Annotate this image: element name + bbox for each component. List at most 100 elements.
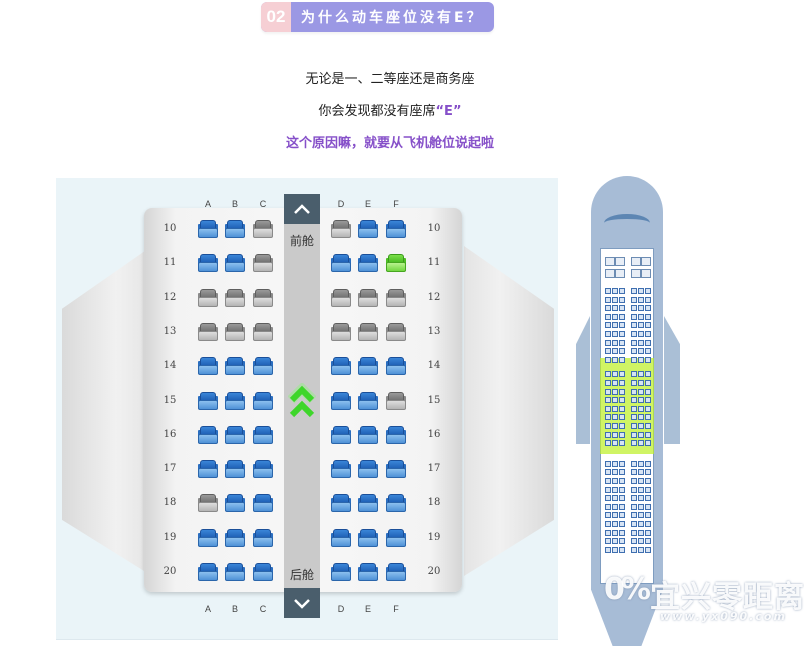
mini-economy-seat	[631, 469, 637, 476]
mini-economy-seat	[645, 305, 651, 312]
column-label-d-top: D	[337, 199, 345, 209]
seat-15b[interactable]	[225, 391, 245, 410]
mini-economy-seat	[605, 486, 611, 493]
mini-economy-seat	[612, 348, 618, 355]
seat-20e[interactable]	[358, 563, 378, 581]
section-title: 为什么动车座位没有E？	[301, 10, 484, 26]
mini-economy-seat	[638, 331, 644, 337]
seat-10e[interactable]	[358, 220, 378, 238]
seat-11b[interactable]	[225, 254, 245, 273]
seat-17f[interactable]	[386, 460, 406, 479]
seat-19b[interactable]	[225, 528, 245, 547]
scroll-front-button[interactable]	[284, 194, 320, 224]
mini-economy-seat	[638, 512, 644, 519]
mini-economy-seat	[612, 431, 618, 438]
mini-economy-seat	[605, 339, 611, 346]
mini-economy-seat	[612, 538, 618, 545]
mini-economy-seat	[631, 331, 637, 337]
mini-economy-seat	[619, 521, 625, 527]
seat-17e[interactable]	[358, 460, 378, 479]
seat-15d[interactable]	[331, 391, 351, 410]
seat-18c[interactable]	[253, 494, 273, 513]
mini-economy-seat	[645, 478, 651, 484]
seat-13f	[386, 322, 406, 341]
seat-16e[interactable]	[358, 425, 378, 444]
mini-economy-seat	[605, 313, 611, 320]
mini-economy-seat	[645, 388, 651, 395]
mini-economy-seat	[605, 538, 611, 545]
column-label-b-bottom: B	[231, 604, 238, 614]
mini-economy-seat	[619, 431, 625, 438]
mini-economy-seat	[645, 512, 651, 519]
seat-11e[interactable]	[358, 254, 378, 273]
seat-20c[interactable]	[253, 563, 273, 581]
scroll-rear-button[interactable]	[284, 588, 320, 618]
seat-15f	[386, 391, 406, 410]
seat-19a[interactable]	[198, 528, 218, 547]
mini-economy-seat	[645, 322, 651, 329]
seat-18e[interactable]	[358, 494, 378, 513]
mini-economy-seat	[638, 397, 644, 404]
seat-16a[interactable]	[198, 425, 218, 444]
mini-first-class-seat	[605, 257, 615, 266]
seat-16d[interactable]	[331, 425, 351, 444]
seat-20d[interactable]	[331, 563, 351, 581]
mini-economy-seat	[638, 546, 644, 553]
mini-economy-seat	[619, 380, 625, 386]
mini-economy-seat	[619, 478, 625, 484]
seat-11f[interactable]	[386, 254, 406, 273]
mini-economy-seat	[612, 405, 618, 412]
seat-14f[interactable]	[386, 357, 406, 376]
seat-17d[interactable]	[331, 460, 351, 479]
seat-11a[interactable]	[198, 254, 218, 273]
mini-economy-seat	[645, 538, 651, 545]
seat-19c[interactable]	[253, 528, 273, 547]
seat-19f[interactable]	[386, 528, 406, 547]
row-number-left: 18	[163, 497, 177, 509]
seat-16f[interactable]	[386, 425, 406, 444]
seat-20b[interactable]	[225, 563, 245, 581]
seat-17a[interactable]	[198, 460, 218, 479]
mini-economy-seat	[612, 440, 618, 447]
seat-18b[interactable]	[225, 494, 245, 513]
mini-economy-seat	[612, 503, 618, 510]
seat-11d[interactable]	[331, 254, 351, 273]
seat-10c	[253, 220, 273, 238]
seat-17b[interactable]	[225, 460, 245, 479]
seat-16b[interactable]	[225, 425, 245, 444]
mini-economy-seat	[631, 440, 637, 447]
seat-17c[interactable]	[253, 460, 273, 479]
section-number: 02	[261, 2, 291, 32]
seat-18d[interactable]	[331, 494, 351, 513]
seat-18a	[198, 494, 218, 513]
seat-19d[interactable]	[331, 528, 351, 547]
seat-14c[interactable]	[253, 357, 273, 376]
seat-14d[interactable]	[331, 357, 351, 376]
mini-economy-seat	[619, 469, 625, 476]
mini-economy-seat	[612, 486, 618, 493]
mini-economy-seat	[638, 431, 644, 438]
seat-14b[interactable]	[225, 357, 245, 376]
seat-10b[interactable]	[225, 220, 245, 238]
seat-15a[interactable]	[198, 391, 218, 410]
row-number-left: 15	[163, 394, 177, 406]
seat-14e[interactable]	[358, 357, 378, 376]
mini-economy-seat	[619, 486, 625, 493]
seat-10f[interactable]	[386, 220, 406, 238]
column-label-f-top: F	[393, 199, 399, 209]
seat-16c[interactable]	[253, 425, 273, 444]
seat-15c[interactable]	[253, 391, 273, 410]
seat-18f[interactable]	[386, 494, 406, 513]
mini-economy-seat	[612, 371, 618, 378]
seat-19e[interactable]	[358, 528, 378, 547]
mini-economy-seat	[619, 405, 625, 412]
seat-10a[interactable]	[198, 220, 218, 238]
mini-economy-seat	[619, 313, 625, 320]
mini-economy-seat	[645, 380, 651, 386]
mini-economy-seat	[605, 356, 611, 363]
seat-15e[interactable]	[358, 391, 378, 410]
seat-20a[interactable]	[198, 563, 218, 581]
seat-20f[interactable]	[386, 563, 406, 581]
section-title-badge: 02 为什么动车座位没有E？	[261, 2, 494, 32]
seat-14a[interactable]	[198, 357, 218, 376]
